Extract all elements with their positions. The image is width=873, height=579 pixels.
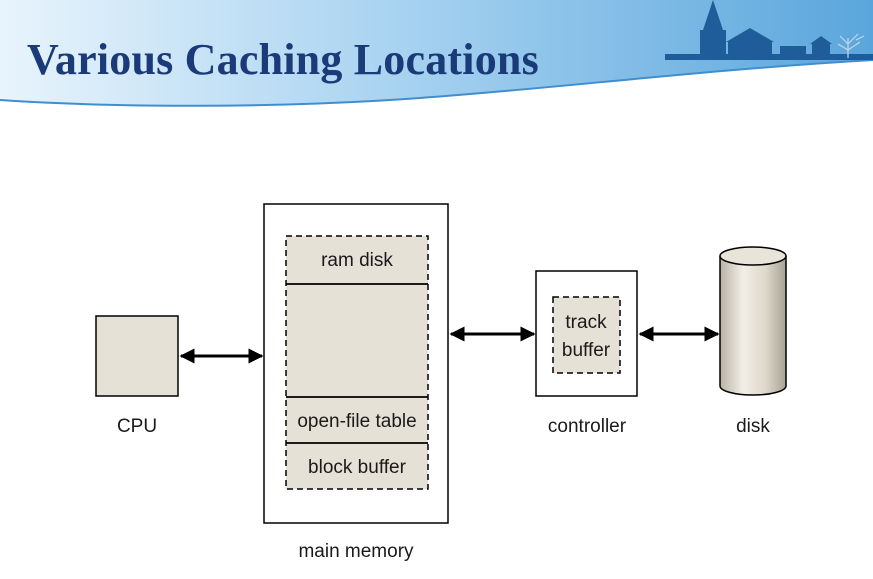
main-memory-label: main memory — [298, 541, 414, 562]
memory-cache-region — [285, 235, 429, 490]
open-file-table-label: open-file table — [297, 411, 416, 432]
track-buffer-label-line1: track — [565, 312, 607, 333]
controller-label: controller — [548, 416, 627, 437]
block-buffer-label: block buffer — [308, 457, 407, 478]
tree-silhouette-icon — [837, 33, 865, 58]
church-silhouette-icon — [665, 0, 873, 60]
cpu-box — [95, 315, 179, 397]
track-buffer-box — [552, 296, 621, 374]
track-buffer-label-line2: buffer — [562, 340, 611, 361]
cpu-label: CPU — [117, 416, 157, 437]
disk-label: disk — [736, 416, 770, 437]
ram-disk-label: ram disk — [321, 250, 393, 271]
slide-title: Various Caching Locations — [27, 35, 539, 84]
disk-cylinder-icon — [719, 246, 787, 396]
title-banner — [0, 0, 873, 107]
